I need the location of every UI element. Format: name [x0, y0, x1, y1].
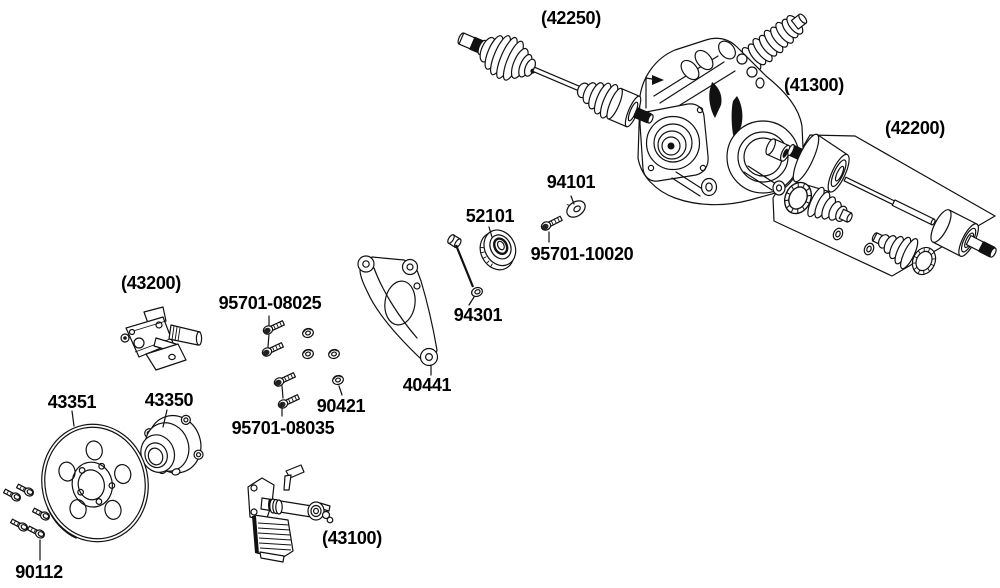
bolts-drawing-95701-08025	[260, 318, 286, 359]
part-label-41300: (41300)	[784, 75, 844, 95]
part-label-90112: 90112	[15, 562, 63, 582]
differential-assembly-drawing	[637, 13, 808, 206]
part-label-95701-10020: 95701-10020	[530, 244, 634, 264]
brake-caliper-drawing-43100	[247, 464, 334, 563]
bracket-drawing-40441	[357, 255, 439, 367]
part-label-42250: (42250)	[541, 8, 601, 28]
bolts-drawing-95701-08035	[272, 370, 301, 411]
brake-disc-drawing-43351	[41, 423, 149, 543]
part-label-95701-08025: 95701-08025	[218, 293, 322, 313]
axle-kit-outline-box	[772, 134, 996, 277]
leader-lines	[39, 195, 575, 561]
hub-drawing-43350	[140, 414, 204, 476]
part-label-52101: 52101	[465, 206, 515, 226]
bearing-drawing-52101	[479, 229, 517, 271]
part-label-43100: (43100)	[322, 528, 382, 548]
washers-drawing	[301, 326, 345, 387]
washer-drawing-94101	[566, 200, 586, 218]
reference-arrow	[645, 75, 664, 109]
part-label-94301: 94301	[453, 305, 503, 325]
brake-unit-drawing-43200	[120, 306, 203, 371]
washer-drawing-90421	[331, 373, 345, 387]
part-label-95701-08035: 95701-08035	[231, 418, 335, 438]
part-label-40441: 40441	[402, 375, 452, 395]
bolt-drawing-95701-10020	[539, 214, 564, 233]
part-label-94101: 94101	[546, 172, 596, 192]
part-label-43350: 43350	[144, 390, 194, 410]
bolt-drawing-94301	[447, 234, 483, 298]
part-label-43200: (43200)	[121, 273, 181, 293]
cv-axle-kit-drawing-42200	[779, 133, 997, 279]
cv-axle-drawing-42250	[457, 32, 654, 128]
part-label-43351: 43351	[47, 392, 97, 412]
part-label-42200: (42200)	[885, 118, 945, 138]
part-label-90421: 90421	[316, 396, 366, 416]
